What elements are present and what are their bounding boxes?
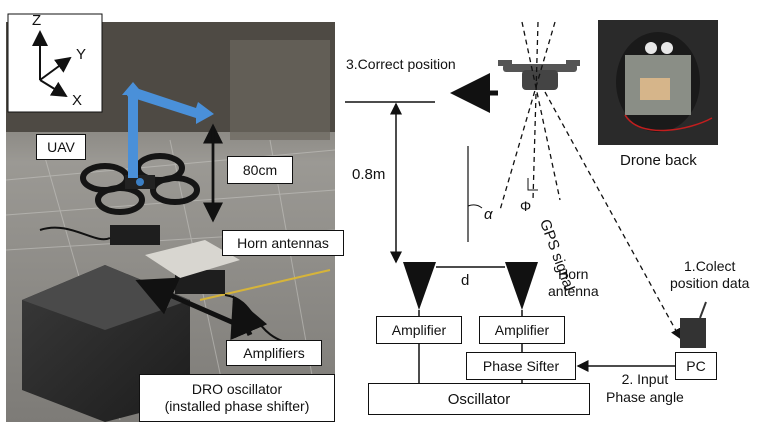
- oscillator-box: Oscillator: [368, 383, 590, 415]
- distance-label: 0.8m: [352, 166, 386, 183]
- phi-marker: [527, 178, 538, 191]
- x-axis-line: [39, 79, 68, 98]
- cable-1: [39, 226, 111, 241]
- beam-lines: [499, 21, 681, 340]
- floor-tape: [199, 269, 331, 301]
- drone-back-gps-module: [640, 78, 670, 100]
- pc-antenna: [699, 301, 707, 319]
- drone-back-wire: [624, 114, 713, 132]
- input-line-1: 2. Input: [621, 371, 669, 387]
- height-label: 80cm: [227, 156, 293, 184]
- correct-position-label: 3.Correct position: [346, 56, 456, 72]
- amplifier-right-box: Amplifier: [479, 316, 565, 344]
- alpha-arc: [467, 204, 483, 209]
- drone-back-port-2: [661, 42, 673, 54]
- collect-line-1: 1.Colect: [684, 258, 736, 274]
- mount-plate: [145, 240, 240, 278]
- x-axis-label: X: [72, 92, 83, 109]
- dro-line-1: DRO oscillator: [191, 381, 283, 397]
- horn-line-2: antenna: [548, 283, 599, 299]
- horn-antenna-left-icon: [403, 262, 436, 310]
- y-axis-label: Y: [76, 46, 87, 63]
- collect-line-2: position data: [670, 275, 750, 291]
- amplifiers-arrow-2: [230, 295, 268, 341]
- drone-back-port-1: [645, 42, 657, 54]
- phase-shifter-box: Phase Sifter: [466, 352, 576, 380]
- horn-antennas-label: Horn antennas: [222, 230, 344, 256]
- horn-antenna-right-icon: [505, 262, 538, 310]
- input-phase-label: 2. Input Phase angle: [606, 370, 684, 406]
- input-line-2: Phase angle: [606, 389, 684, 405]
- drone-back-label: Drone back: [620, 152, 697, 169]
- z-axis-label: Z: [32, 12, 42, 29]
- alpha-label: α: [484, 206, 493, 223]
- pc-box: PC: [675, 352, 717, 380]
- amplifier-left-box: Amplifier: [376, 316, 462, 344]
- horn-antenna-left: [110, 225, 160, 245]
- dro-oscillator-label: DRO oscillator (installed phase shifter): [139, 374, 335, 422]
- blue-arrow-right: [127, 86, 214, 124]
- drone-light: [136, 178, 144, 186]
- uav-label: UAV: [36, 134, 86, 160]
- amplifiers-label: Amplifiers: [226, 340, 322, 366]
- drone-icon: [498, 60, 580, 90]
- y-axis-line: [39, 56, 72, 81]
- photo-wall-panel: [230, 40, 330, 140]
- pc-device: [680, 318, 706, 348]
- collect-data-label: 1.Colect position data: [670, 258, 749, 292]
- horn-antenna-label: Horn antenna: [548, 266, 599, 300]
- horn-line-1: Horn: [558, 266, 589, 282]
- blue-arrow-up: [122, 82, 144, 178]
- phi-label: Φ: [520, 198, 532, 214]
- dro-line-2: (installed phase shifter): [164, 398, 310, 414]
- blue-axis-arrows: [122, 82, 214, 178]
- spacing-d-label: d: [461, 272, 470, 289]
